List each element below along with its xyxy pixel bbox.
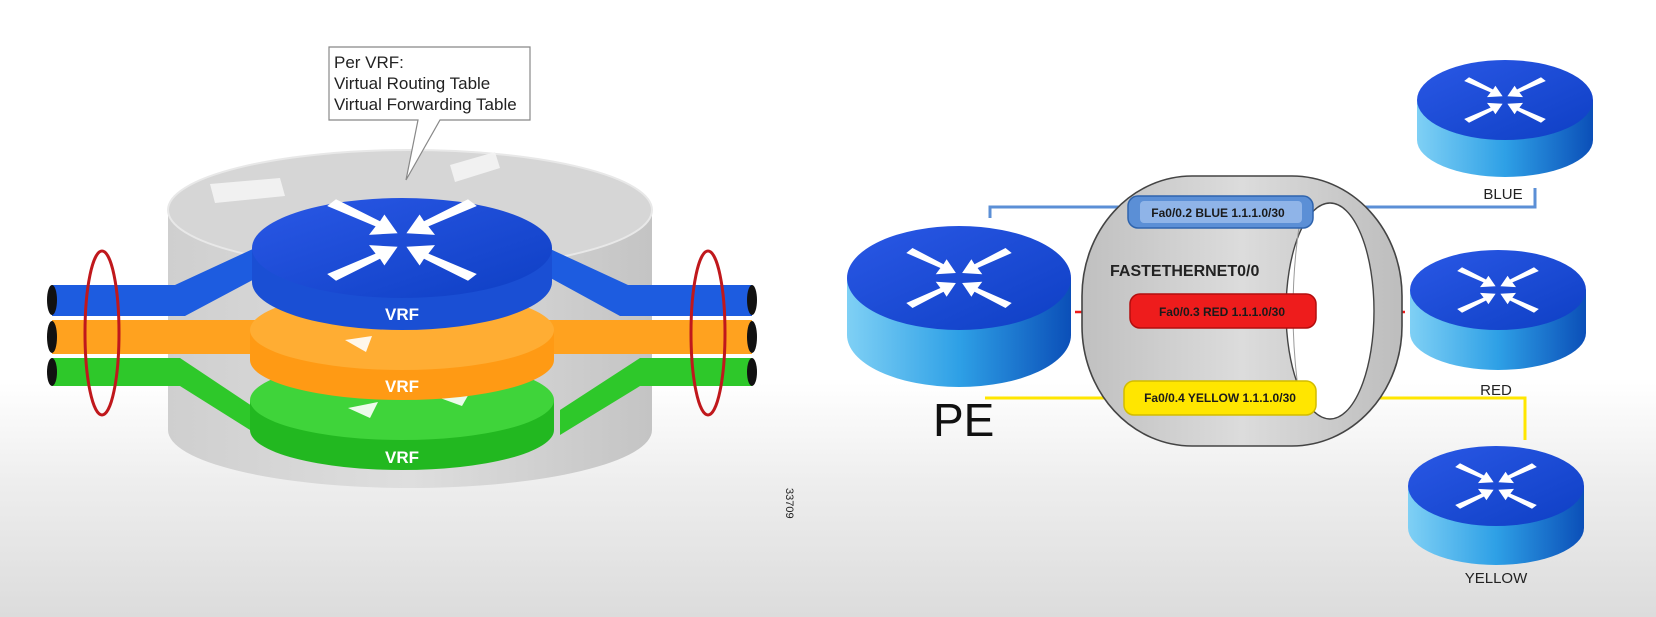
subinterface-red-label: Fa0/0.3 RED 1.1.1.0/30 [1159, 305, 1285, 319]
subinterface-red: Fa0/0.3 RED 1.1.1.0/30 [1129, 293, 1317, 329]
vrf-label-green: VRF [385, 448, 419, 467]
pe-router [847, 226, 1071, 387]
right-bundle-ring [689, 249, 727, 417]
router-yellow [1408, 446, 1584, 565]
subinterface-blue-label: Fa0/0.2 BLUE 1.1.1.0/30 [1151, 206, 1285, 220]
right-pe-diagram: Fa0/0.2 BLUE 1.1.1.0/30 Fa0/0.3 RED 1.1.… [847, 60, 1593, 587]
subinterface-yellow: Fa0/0.4 YELLOW 1.1.1.0/30 [1123, 380, 1317, 416]
left-vrf-diagram: VRF VRF VRF Per VRF: Virtual Routing Tab… [47, 46, 795, 519]
vrf-label-blue: VRF [385, 305, 419, 324]
subinterface-yellow-label: Fa0/0.4 YELLOW 1.1.1.0/30 [1144, 391, 1296, 405]
router-blue-label: BLUE [1483, 186, 1522, 203]
vrf-label-orange: VRF [385, 377, 419, 396]
link-bundle [47, 248, 757, 435]
router-blue [1417, 60, 1593, 177]
pe-label: PE [933, 394, 994, 446]
left-bundle-ring [83, 249, 121, 417]
callout-line-3: Virtual Forwarding Table [334, 95, 517, 114]
figure-id: 33709 [783, 488, 795, 519]
callout-line-1: Per VRF: [334, 53, 404, 72]
router-red [1410, 250, 1586, 370]
per-vrf-callout: Per VRF: Virtual Routing Table Virtual F… [328, 46, 531, 181]
router-yellow-label: YELLOW [1465, 570, 1528, 587]
interface-label: FASTETHERNET0/0 [1110, 263, 1259, 280]
vrf-disc-blue: VRF [252, 198, 552, 330]
callout-line-2: Virtual Routing Table [334, 74, 490, 93]
router-red-label: RED [1480, 382, 1512, 399]
subinterface-blue: Fa0/0.2 BLUE 1.1.1.0/30 [1127, 195, 1314, 229]
